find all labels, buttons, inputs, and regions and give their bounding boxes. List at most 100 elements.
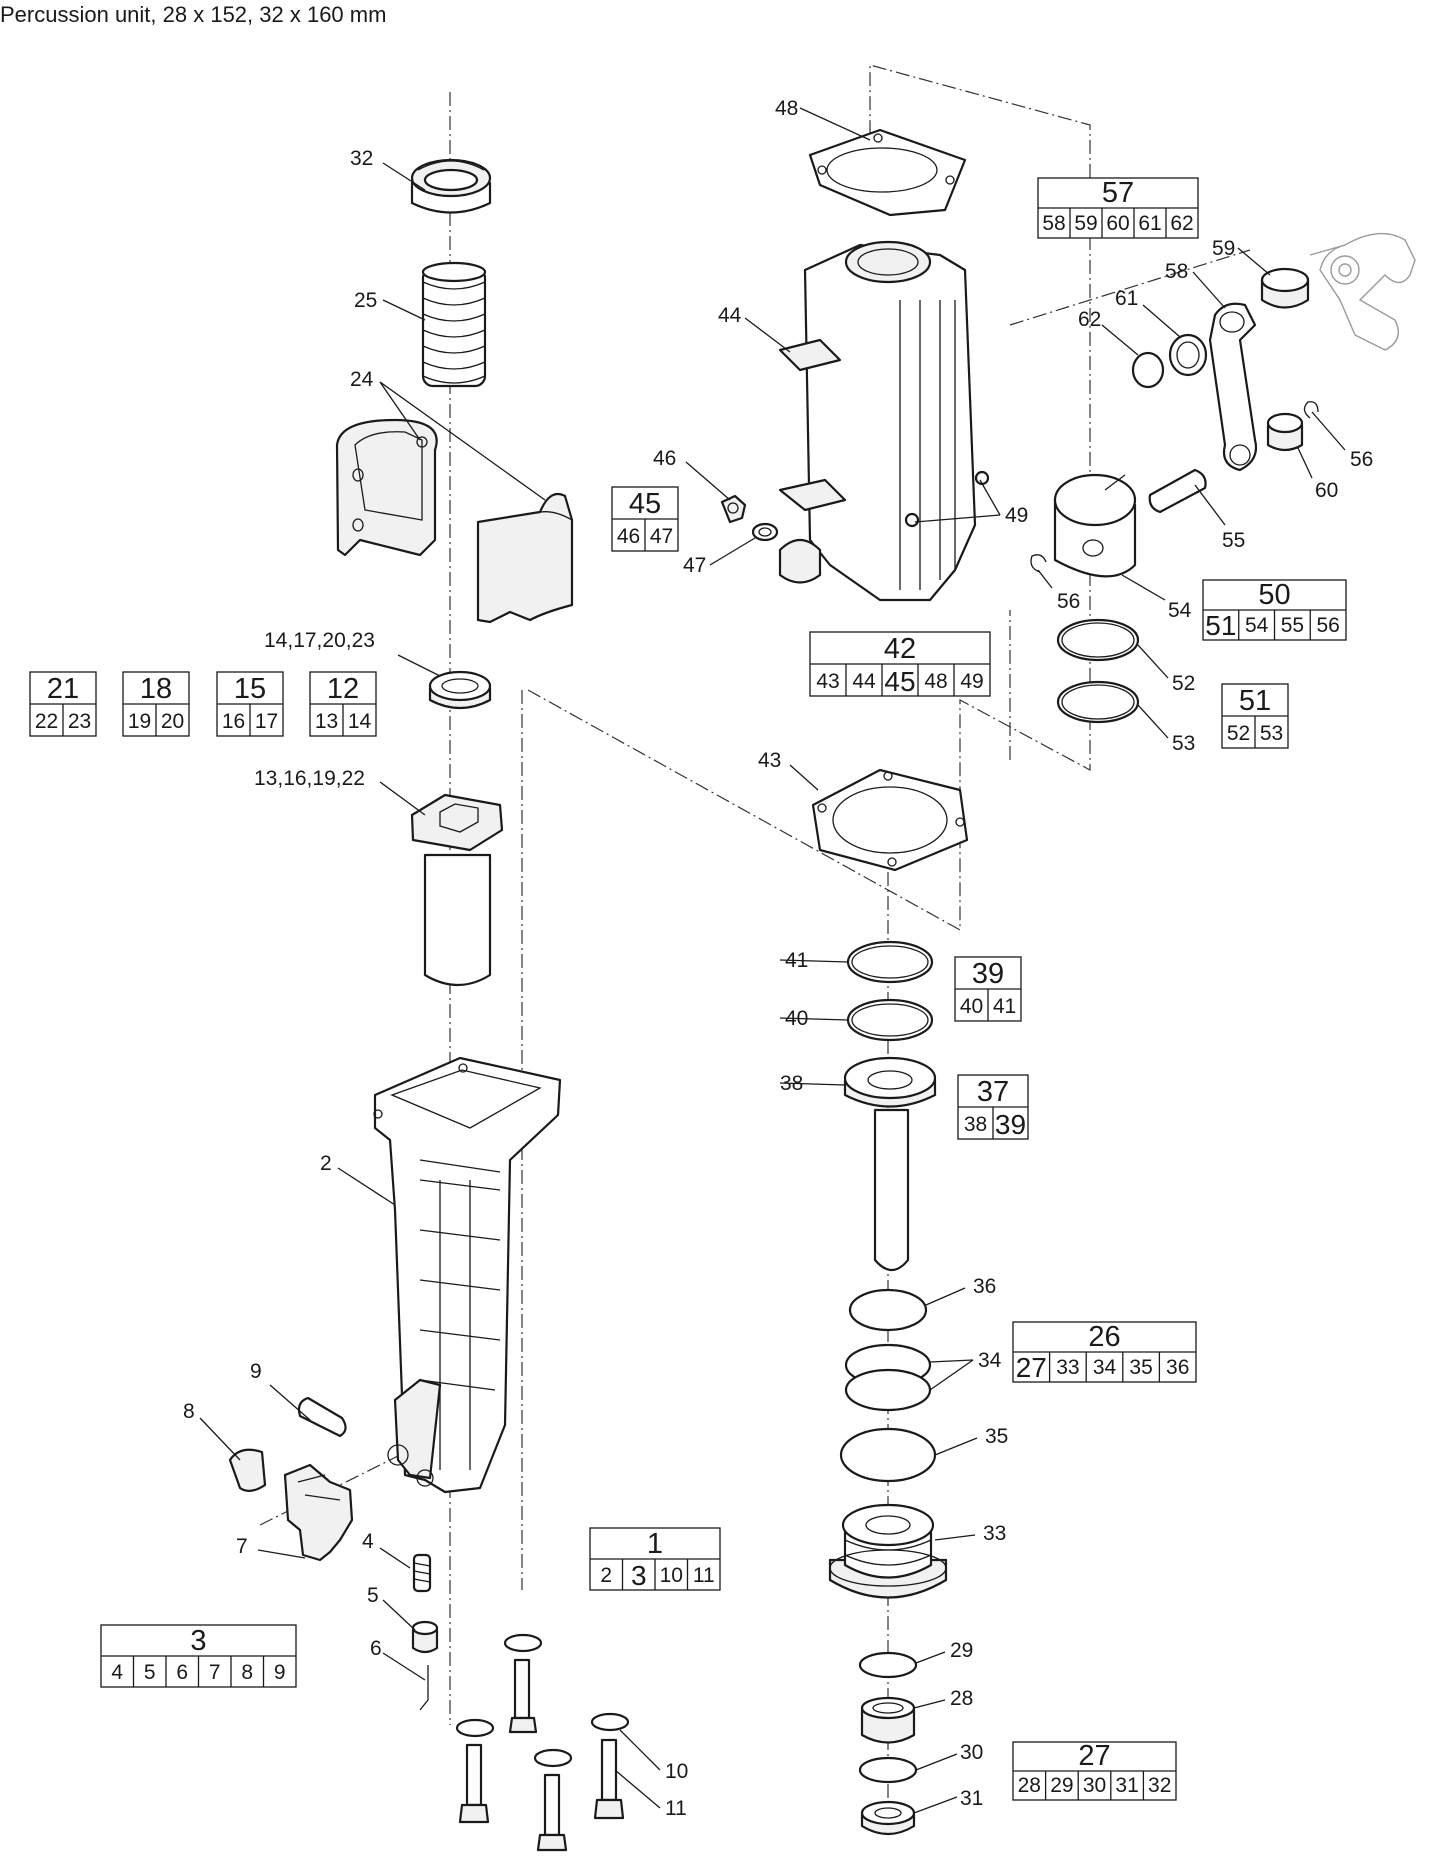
part-56-circlip-b: [1030, 554, 1047, 573]
kit-box-item: 10: [660, 1564, 683, 1587]
part-52-ring: [1056, 618, 1140, 662]
callout-54: 54: [1168, 599, 1192, 622]
callout-10: 10: [665, 1760, 688, 1783]
part-29-ring: [858, 1651, 918, 1679]
part-40-ring: [846, 998, 934, 1042]
callout-55: 55: [1222, 529, 1245, 552]
kit-box-head: 42: [884, 633, 916, 665]
part-54-piston: [1053, 473, 1137, 578]
kit-box-item: 47: [650, 525, 673, 548]
kit-box-item: 49: [960, 670, 983, 693]
kit-box-item: 29: [1050, 1774, 1073, 1797]
part-9-pin: [297, 1396, 347, 1438]
callout-44: 44: [718, 304, 742, 327]
part-43-gasket: [811, 768, 969, 872]
kit-box-item: 16: [222, 710, 245, 733]
kit-box-item: 41: [993, 995, 1016, 1018]
part-38-guide-tube: [843, 1056, 937, 1272]
kit-box-item: 27: [1016, 1352, 1047, 1383]
kit-box-head: 37: [977, 1076, 1009, 1108]
part-2-front-head: [373, 1056, 562, 1494]
part-8-latch-cover: [228, 1448, 267, 1492]
callout-48: 48: [775, 97, 798, 120]
part-60-bearing: [1266, 412, 1304, 452]
callout-9: 9: [250, 1360, 262, 1383]
kit-box-item: 54: [1245, 614, 1269, 637]
diagram-title: Percussion unit, 28 x 152, 32 x 160 mm: [0, 2, 387, 27]
kit-box-item: 6: [176, 1661, 188, 1684]
part-crankshaft-ghost: [1309, 232, 1416, 351]
kit-box-item: 60: [1106, 212, 1129, 235]
part-24-half-shell-right: [476, 492, 574, 624]
kit-box-item: 48: [924, 670, 947, 693]
callout-59: 59: [1212, 237, 1235, 260]
callout-6: 6: [370, 1637, 382, 1660]
part-62-ring: [1131, 351, 1165, 389]
kit-box-head: 57: [1102, 177, 1134, 209]
callout-2: 2: [320, 1152, 332, 1175]
kit-box-item: 46: [617, 525, 640, 548]
callout-40: 40: [785, 1007, 808, 1030]
part-6-clip: [419, 1665, 429, 1711]
kit-box-item: 13: [315, 710, 338, 733]
leader-lines: [199, 107, 1346, 1814]
part-32-seal-cap: [410, 158, 492, 214]
kit-box-item: 56: [1316, 614, 1339, 637]
callout-35: 35: [985, 1425, 1008, 1448]
callout-28: 28: [950, 1687, 973, 1710]
part-47-seal: [751, 522, 779, 542]
kit-box-item: 23: [68, 710, 91, 733]
kit-box-item: 31: [1115, 1774, 1138, 1797]
part-28-seal: [860, 1696, 916, 1744]
callout-4: 4: [362, 1530, 374, 1553]
kit-box-item: 11: [693, 1564, 715, 1587]
callout-11: 11: [665, 1797, 687, 1820]
part-4-small-spring: [412, 1553, 432, 1593]
kit-box-item: 4: [111, 1661, 123, 1684]
kit-box-item: 59: [1074, 212, 1097, 235]
kit-box-head: 1: [647, 1528, 663, 1560]
part-44-cylinder: [778, 240, 977, 602]
callout-52: 52: [1172, 672, 1195, 695]
kit-box-head: 50: [1258, 579, 1290, 611]
kit-box-item: 14: [348, 710, 372, 733]
kit-box-head: 15: [234, 673, 266, 705]
part-36-ring: [848, 1288, 928, 1332]
callout-14-17-20-23: 14,17,20,23: [264, 629, 375, 652]
kit-box-item: 5: [144, 1661, 156, 1684]
callout-60: 60: [1315, 479, 1338, 502]
kit-box-item: 38: [964, 1113, 987, 1136]
callout-56-lower: 56: [1057, 590, 1080, 613]
callout-32: 32: [350, 147, 373, 170]
callout-30: 30: [960, 1741, 983, 1764]
callout-labels: 32 25 24 14,17,20,23 13,16,19,22 2 9 8 7…: [183, 97, 1373, 1820]
callout-31: 31: [960, 1787, 983, 1810]
kit-box-head: 39: [972, 958, 1004, 990]
part-35-ring: [839, 1427, 937, 1483]
part-49-plug: [904, 470, 990, 528]
callout-53: 53: [1172, 732, 1195, 755]
callout-56-upper: 56: [1350, 448, 1373, 471]
part-53-ring: [1056, 680, 1140, 724]
callout-62: 62: [1078, 308, 1101, 331]
callout-5: 5: [367, 1584, 379, 1607]
kit-box-item: 45: [884, 666, 915, 697]
part-34-rings: [844, 1343, 932, 1412]
kit-box-item: 53: [1260, 722, 1283, 745]
kit-box-item: 8: [241, 1661, 253, 1684]
kit-box-head: 45: [629, 488, 661, 520]
kit-box-item: 32: [1148, 1774, 1171, 1797]
assembly-axes: [259, 64, 1251, 1830]
kit-box-item: 35: [1129, 1356, 1152, 1379]
callout-7: 7: [236, 1535, 248, 1558]
callout-34: 34: [978, 1349, 1002, 1372]
callout-41: 41: [785, 949, 808, 972]
kit-box-item: 62: [1170, 212, 1193, 235]
callout-47: 47: [683, 554, 706, 577]
part-7-latch-lever: [283, 1463, 354, 1562]
